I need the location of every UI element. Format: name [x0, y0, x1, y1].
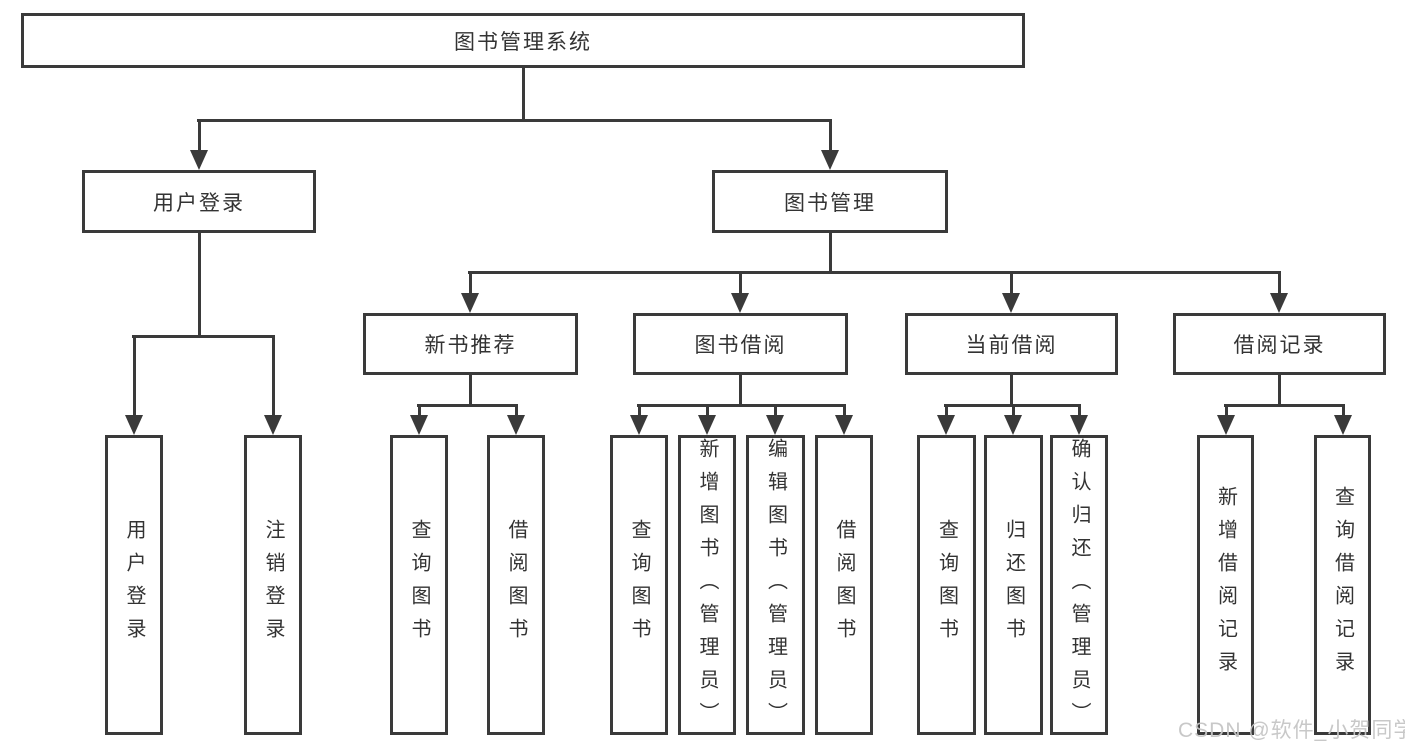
- node-label: 查询图书: [628, 519, 650, 651]
- node-label: 查询图书: [935, 519, 958, 651]
- arrowhead-down-icon: [507, 415, 525, 435]
- node-label: 用户登录: [123, 519, 145, 651]
- watermark: CSDN @软件_小贺同学: [1178, 719, 1405, 742]
- connector-line: [944, 404, 948, 420]
- node-leaf-query-books-3: 查询图书: [917, 435, 976, 735]
- node-leaf-return-books: 归还图书: [984, 435, 1043, 735]
- node-label: 确认归还（管理员）: [1068, 438, 1090, 735]
- node-label: 当前借阅: [965, 334, 1058, 357]
- connector-line: [417, 403, 518, 407]
- connector-line: [828, 231, 832, 273]
- node-label: 编辑图书（管理员）: [764, 438, 787, 735]
- node-leaf-add-borrow-record: 新增借阅记录: [1197, 435, 1254, 735]
- arrowhead-down-icon: [630, 415, 648, 435]
- node-label: 用户登录: [153, 191, 245, 215]
- connector-line: [521, 66, 525, 121]
- node-leaf-logout: 注销登录: [244, 435, 302, 735]
- node-label: 借阅记录: [1233, 334, 1326, 357]
- connector-line: [271, 335, 275, 420]
- arrowhead-down-icon: [1217, 415, 1235, 435]
- node-label: 注销登录: [262, 519, 284, 651]
- connector-line: [417, 404, 421, 420]
- connector-line: [197, 118, 832, 122]
- connector-line: [132, 335, 136, 420]
- node-label: 新增图书（管理员）: [696, 438, 718, 735]
- connector-line: [514, 404, 518, 420]
- arrowhead-down-icon: [1334, 415, 1352, 435]
- connector-line: [1077, 404, 1081, 420]
- arrowhead-down-icon: [1002, 293, 1020, 313]
- arrowhead-down-icon: [766, 415, 784, 435]
- node-label: 查询图书: [408, 519, 430, 651]
- connector-line: [828, 119, 832, 154]
- node-label: 归还图书: [1002, 519, 1025, 651]
- node-leaf-query-books-2: 查询图书: [610, 435, 668, 735]
- connector-line: [1009, 271, 1013, 298]
- arrowhead-down-icon: [731, 293, 749, 313]
- arrowhead-down-icon: [461, 293, 479, 313]
- node-label: 图书借阅: [694, 334, 787, 357]
- node-label: 新增借阅记录: [1214, 486, 1237, 684]
- node-leaf-confirm-return-admin: 确认归还（管理员）: [1050, 435, 1108, 735]
- node-label: 图书管理: [784, 191, 876, 215]
- arrowhead-down-icon: [835, 415, 853, 435]
- connector-line: [773, 404, 777, 420]
- node-leaf-user-login: 用户登录: [105, 435, 163, 735]
- node-root: 图书管理系统: [21, 13, 1025, 68]
- node-label: 图书管理系统: [454, 30, 592, 54]
- node-leaf-query-borrow-record: 查询借阅记录: [1314, 435, 1371, 735]
- arrowhead-down-icon: [125, 415, 143, 435]
- arrowhead-down-icon: [190, 150, 208, 170]
- arrowhead-down-icon: [698, 415, 716, 435]
- arrowhead-down-icon: [264, 415, 282, 435]
- node-leaf-borrow-books-1: 借阅图书: [487, 435, 545, 735]
- connector-line: [1277, 271, 1281, 298]
- connector-line: [1011, 404, 1015, 420]
- connector-line: [705, 404, 709, 420]
- node-book-management: 图书管理: [712, 170, 948, 233]
- connector-line: [1009, 373, 1013, 406]
- node-leaf-add-books-admin: 新增图书（管理员）: [678, 435, 736, 735]
- node-borrowing-records: 借阅记录: [1173, 313, 1386, 375]
- node-leaf-query-books-1: 查询图书: [390, 435, 448, 735]
- node-label: 借阅图书: [505, 519, 527, 651]
- arrowhead-down-icon: [937, 415, 955, 435]
- node-leaf-edit-books-admin: 编辑图书（管理员）: [746, 435, 805, 735]
- connector-line: [1277, 373, 1281, 406]
- connector-line: [637, 403, 846, 407]
- arrowhead-down-icon: [1004, 415, 1022, 435]
- node-leaf-borrow-books-2: 借阅图书: [815, 435, 873, 735]
- arrowhead-down-icon: [1070, 415, 1088, 435]
- node-book-borrowing: 图书借阅: [633, 313, 848, 375]
- connector-line: [944, 403, 1081, 407]
- node-new-book-recommend: 新书推荐: [363, 313, 578, 375]
- connector-line: [1224, 403, 1345, 407]
- arrowhead-down-icon: [821, 150, 839, 170]
- arrowhead-down-icon: [410, 415, 428, 435]
- connector-line: [842, 404, 846, 420]
- node-label: 借阅图书: [833, 519, 855, 651]
- node-label: 查询借阅记录: [1331, 486, 1354, 684]
- arrowhead-down-icon: [1270, 293, 1288, 313]
- connector-line: [468, 270, 1281, 274]
- node-current-borrowing: 当前借阅: [905, 313, 1118, 375]
- node-user-login: 用户登录: [82, 170, 316, 233]
- connector-line: [738, 271, 742, 298]
- connector-line: [468, 271, 472, 298]
- connector-line: [738, 373, 742, 406]
- connector-line: [132, 334, 275, 338]
- connector-line: [1341, 404, 1345, 420]
- connector-line: [637, 404, 641, 420]
- connector-line: [468, 373, 472, 406]
- connector-line: [197, 231, 201, 337]
- node-label: 新书推荐: [424, 334, 517, 357]
- connector-line: [1224, 404, 1228, 420]
- connector-line: [197, 119, 201, 154]
